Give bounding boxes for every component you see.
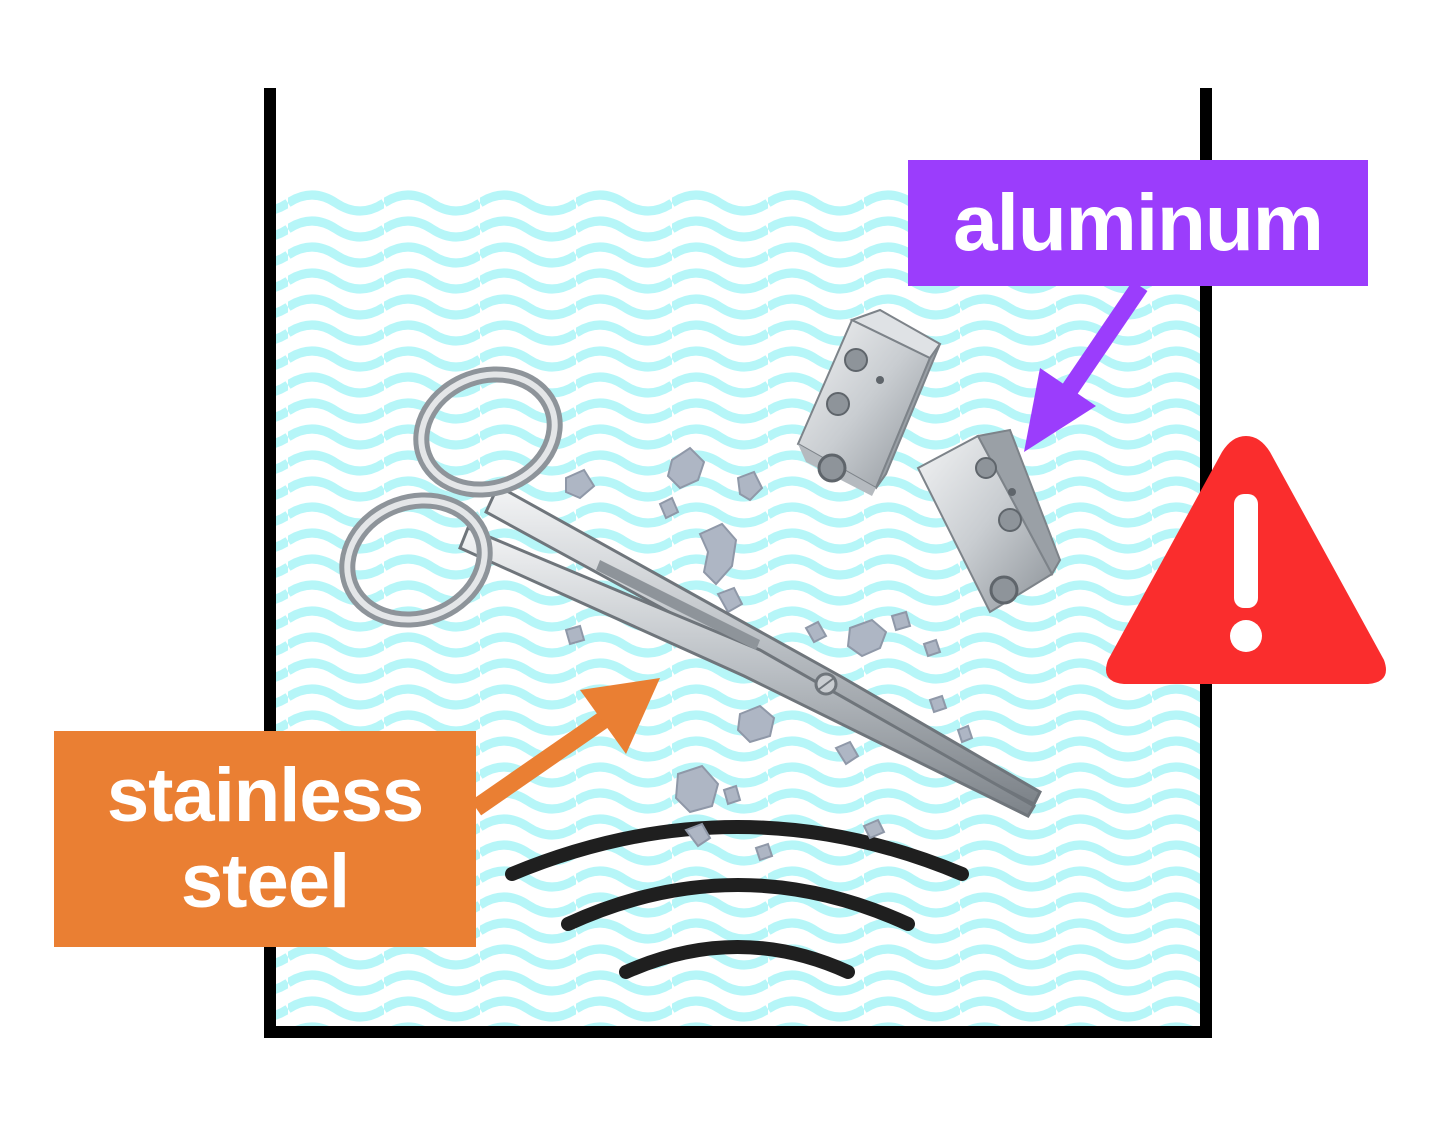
steel-label-box: [54, 731, 476, 947]
stainless-steel-label-line2: steel: [180, 839, 350, 924]
stainless-steel-label: stainless steel: [54, 731, 476, 947]
warning-triangle-icon: [1106, 436, 1386, 684]
steel-arrow: [470, 678, 660, 816]
aluminum-arrow: [1024, 280, 1148, 452]
aluminum-label-text: aluminum: [953, 178, 1324, 267]
stainless-steel-label-line1: stainless: [106, 753, 424, 838]
aluminum-label-box: [908, 160, 1368, 286]
aluminum-label: aluminum: [908, 160, 1368, 286]
scissors-icon: [339, 366, 1042, 818]
aluminum-block-icon: [796, 308, 1062, 614]
metal-debris: [564, 446, 974, 862]
ultrasonic-waves: [505, 820, 969, 979]
